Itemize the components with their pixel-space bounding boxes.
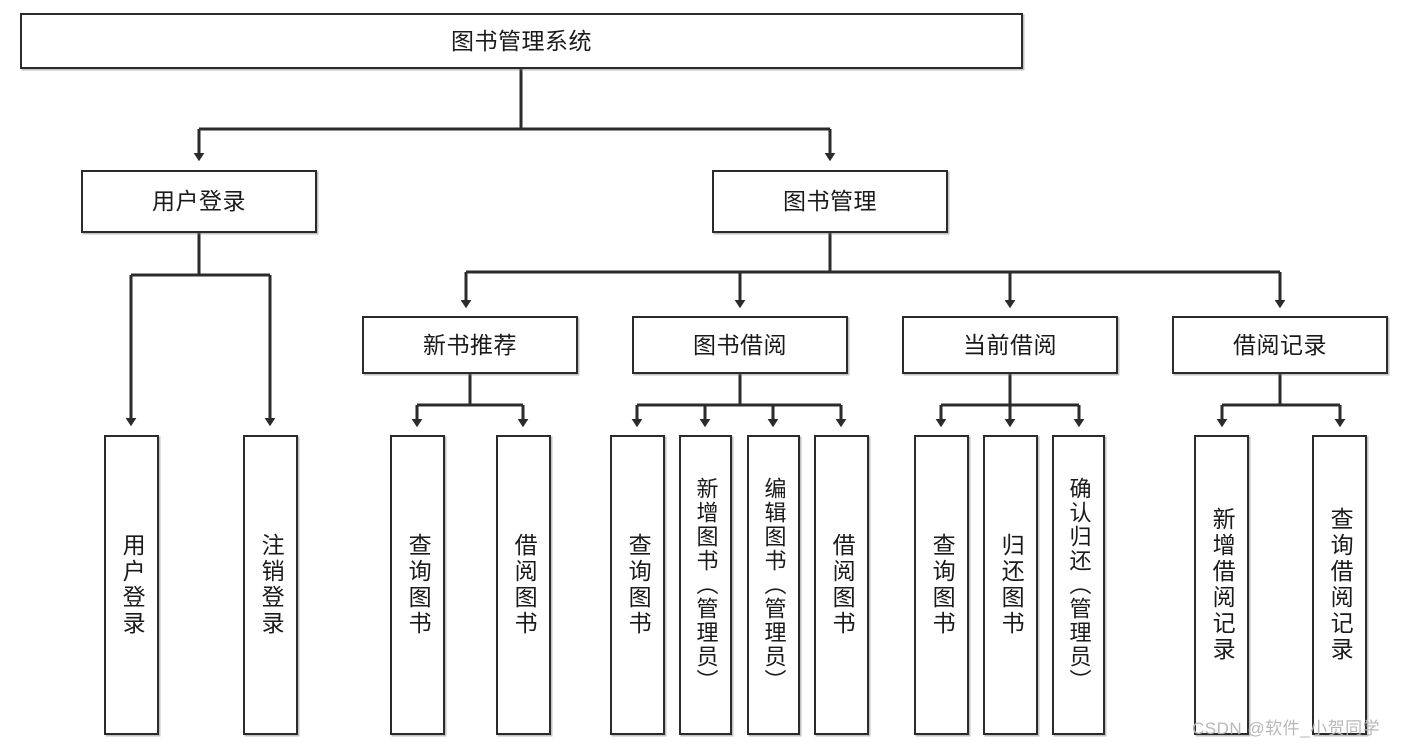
node-book-management[interactable]: 图书管理 [712,170,948,233]
node-label: 用户登录 [152,188,246,215]
leaf-add-borrow-record[interactable]: 新增借阅记录 [1194,435,1249,735]
leaf-edit-book-admin[interactable]: 编辑图书（管理员） [747,435,800,735]
node-label: 借阅图书 [829,533,856,637]
leaf-add-book-admin[interactable]: 新增图书（管理员） [679,435,732,735]
leaf-return-book[interactable]: 归还图书 [983,435,1038,735]
node-label: 编辑图书（管理员） [761,477,787,693]
node-label: 图书管理 [783,188,877,215]
csdn-watermark: CSDN @软件_小贺同学 [1192,719,1381,738]
leaf-borrow-book-recommend[interactable]: 借阅图书 [496,435,551,735]
node-label: 图书借阅 [693,331,787,358]
node-label: 新增借阅记录 [1209,507,1236,663]
node-current-borrow[interactable]: 当前借阅 [902,316,1118,374]
node-label: 确认归还（管理员） [1066,477,1092,693]
leaf-query-book-borrow[interactable]: 查询图书 [610,435,665,735]
node-label: 查询借阅记录 [1327,507,1354,663]
node-root-book-management-system[interactable]: 图书管理系统 [20,13,1023,69]
node-label: 借阅记录 [1233,331,1327,358]
leaf-query-book-current[interactable]: 查询图书 [914,435,969,735]
node-user-login[interactable]: 用户登录 [81,170,317,233]
leaf-confirm-return-admin[interactable]: 确认归还（管理员） [1052,435,1105,735]
node-label: 注销登录 [258,533,285,637]
leaf-user-login[interactable]: 用户登录 [104,435,159,735]
node-label: 图书管理系统 [451,27,592,54]
node-label: 查询图书 [625,533,652,637]
node-label: 新增图书（管理员） [693,477,719,693]
node-label: 用户登录 [119,533,146,637]
node-book-borrow[interactable]: 图书借阅 [632,316,848,374]
node-label: 查询图书 [929,533,956,637]
node-label: 归还图书 [998,533,1025,637]
node-label: 新书推荐 [423,331,517,358]
node-label: 借阅图书 [511,533,538,637]
leaf-query-borrow-record[interactable]: 查询借阅记录 [1312,435,1367,735]
node-borrow-record[interactable]: 借阅记录 [1172,316,1388,374]
node-new-book-recommend[interactable]: 新书推荐 [362,316,578,374]
leaf-logout[interactable]: 注销登录 [243,435,298,735]
leaf-borrow-book[interactable]: 借阅图书 [814,435,869,735]
node-label: 查询图书 [405,533,432,637]
leaf-query-book-recommend[interactable]: 查询图书 [390,435,445,735]
node-label: 当前借阅 [963,331,1057,358]
